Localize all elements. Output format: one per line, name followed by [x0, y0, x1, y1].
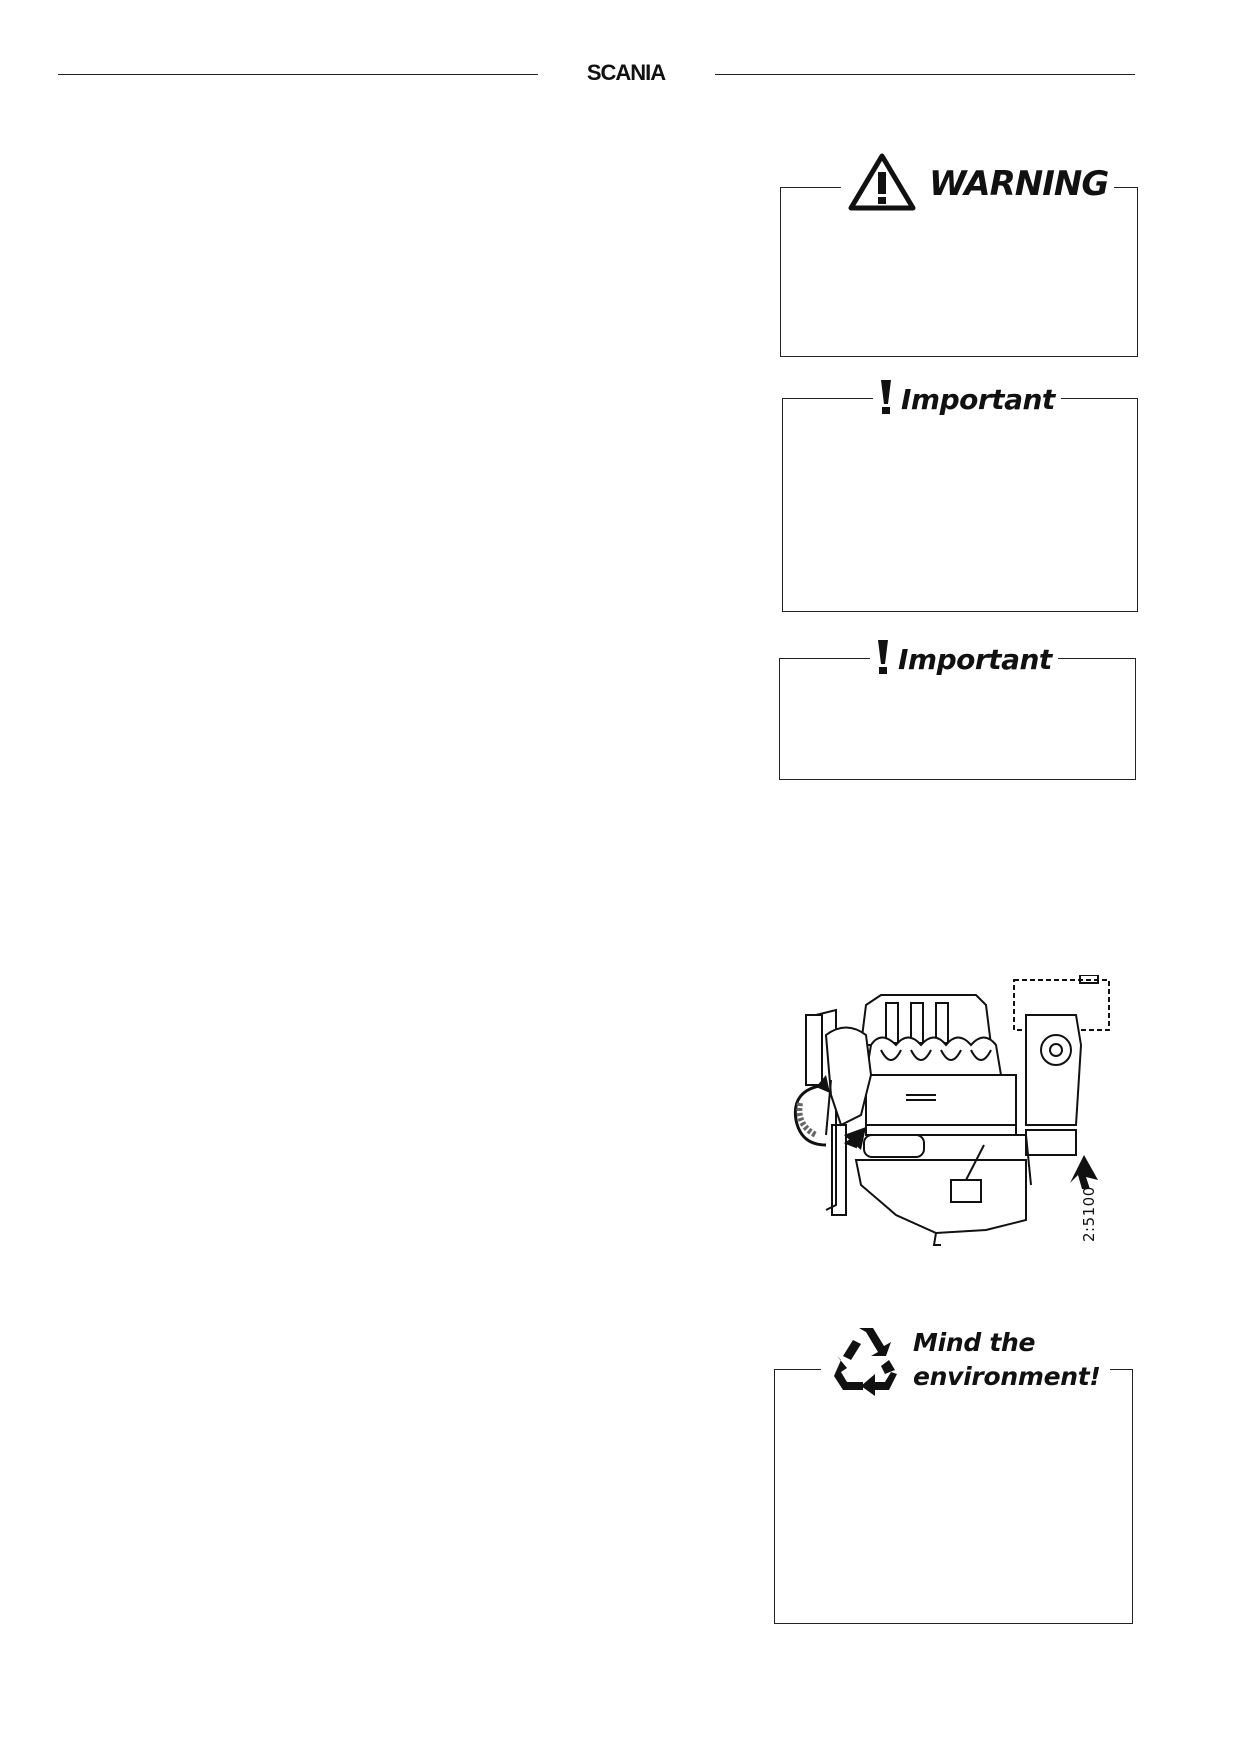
important-callout-2: Important: [779, 639, 1136, 780]
important-heading-2: Important: [870, 639, 1058, 679]
scania-logo: SCANIA: [562, 60, 690, 84]
exclamation-icon: [876, 638, 890, 680]
environment-heading: Mind the environment!: [821, 1326, 1111, 1406]
warning-label: WARNING: [929, 164, 1109, 204]
warning-callout: WARNING: [780, 153, 1138, 357]
environment-label-line1: Mind the: [913, 1328, 1036, 1357]
important-heading-1: Important: [873, 379, 1061, 419]
environment-label-line2: environment!: [913, 1362, 1101, 1391]
figure-number: 2:5100: [1080, 1186, 1098, 1242]
recycle-icon: [831, 1326, 901, 1400]
environment-callout: Mind the environment!: [774, 1326, 1133, 1624]
exclamation-icon: [879, 378, 893, 420]
header-rule-left: [58, 74, 538, 75]
brand-text: SCANIA: [587, 60, 666, 84]
warning-triangle-icon: [847, 152, 917, 216]
important-label-2: Important: [898, 642, 1052, 676]
warning-heading: WARNING: [841, 152, 1115, 216]
engine-illustration: [786, 974, 1116, 1255]
header-rule-right: [715, 74, 1135, 75]
important-label-1: Important: [901, 382, 1055, 416]
important-callout-1: Important: [782, 379, 1138, 612]
